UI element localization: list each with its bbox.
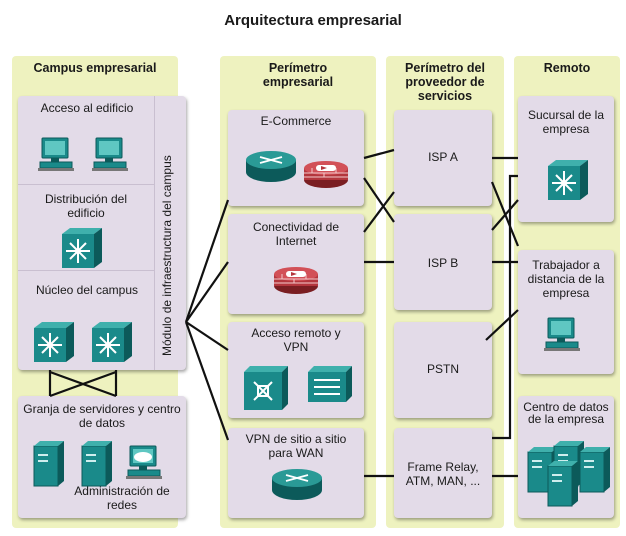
- server-icon: [547, 460, 579, 507]
- cloud-icon: [134, 452, 152, 462]
- branch-label: Sucursal de la empresa: [527, 108, 605, 136]
- vpn-concentrator-icon: [244, 366, 288, 410]
- internet-box: [228, 214, 364, 314]
- isp-a-label: ISP A: [428, 150, 458, 164]
- frame-relay-box: [394, 428, 492, 518]
- multilayer-switch-icon: [61, 227, 103, 269]
- link-campus-internet: [185, 261, 229, 323]
- isp-b-box: [394, 214, 492, 310]
- campus-access-box: [18, 96, 154, 185]
- column-edge-heading: Perímetro empresarial: [262, 61, 334, 89]
- link-campus-ecommerce: [184, 199, 230, 323]
- datacenter-label: Centro de datos de la empresa: [523, 400, 609, 426]
- column-sp-edge-heading: Perímetro del proveedor de servicios: [405, 61, 485, 103]
- multilayer-switch-icon: [547, 159, 589, 201]
- link-campus-remotevpn: [185, 321, 229, 351]
- server-farm-label: Granja de servidores y centro de datos: [23, 402, 181, 430]
- access-label: Acceso al edificio: [40, 101, 134, 115]
- internet-label: Conectividad de Internet: [252, 220, 340, 248]
- module-divider: [154, 96, 155, 370]
- server-icon: [33, 440, 65, 487]
- remote-vpn-label: Acceso remoto y VPN: [251, 326, 341, 354]
- site-vpn-label: VPN de sitio a sitio para WAN: [245, 432, 347, 460]
- teleworker-label: Trabajador a distancia de la empresa: [527, 258, 605, 300]
- isp-a-box: [394, 110, 492, 206]
- server-icon: [81, 440, 113, 487]
- management-label: Administración de redes: [74, 484, 170, 512]
- core-label: Núcleo del campus: [35, 283, 139, 297]
- pc-icon: [543, 317, 581, 352]
- network-management-icon: [125, 445, 163, 480]
- column-campus-heading: Campus empresarial: [33, 61, 157, 75]
- column-remote-heading: Remoto: [543, 61, 591, 75]
- server-icon: [579, 446, 611, 493]
- frame-relay-label: Frame Relay, ATM, MAN, ...: [405, 460, 481, 488]
- ecommerce-label: E-Commerce: [260, 114, 332, 128]
- firewall-icon: [303, 160, 349, 189]
- firewall-icon: [273, 266, 319, 295]
- branch-box: [518, 96, 614, 222]
- distribution-label: Distribución del edificio: [44, 192, 128, 220]
- switch-icon: [308, 366, 352, 402]
- campus-distribution-box: [18, 184, 154, 271]
- router-icon: [245, 150, 297, 183]
- link-campus-sitevpn: [184, 321, 230, 441]
- multilayer-switch-icon: [33, 321, 75, 363]
- pc-icon: [37, 137, 75, 172]
- router-icon: [271, 468, 323, 501]
- pstn-box: [394, 322, 492, 418]
- teleworker-box: [518, 250, 614, 374]
- isp-b-label: ISP B: [427, 256, 459, 270]
- multilayer-switch-icon: [91, 321, 133, 363]
- pstn-label: PSTN: [426, 362, 459, 376]
- diagram-title: Arquitectura empresarial: [224, 12, 402, 29]
- pc-icon: [91, 137, 129, 172]
